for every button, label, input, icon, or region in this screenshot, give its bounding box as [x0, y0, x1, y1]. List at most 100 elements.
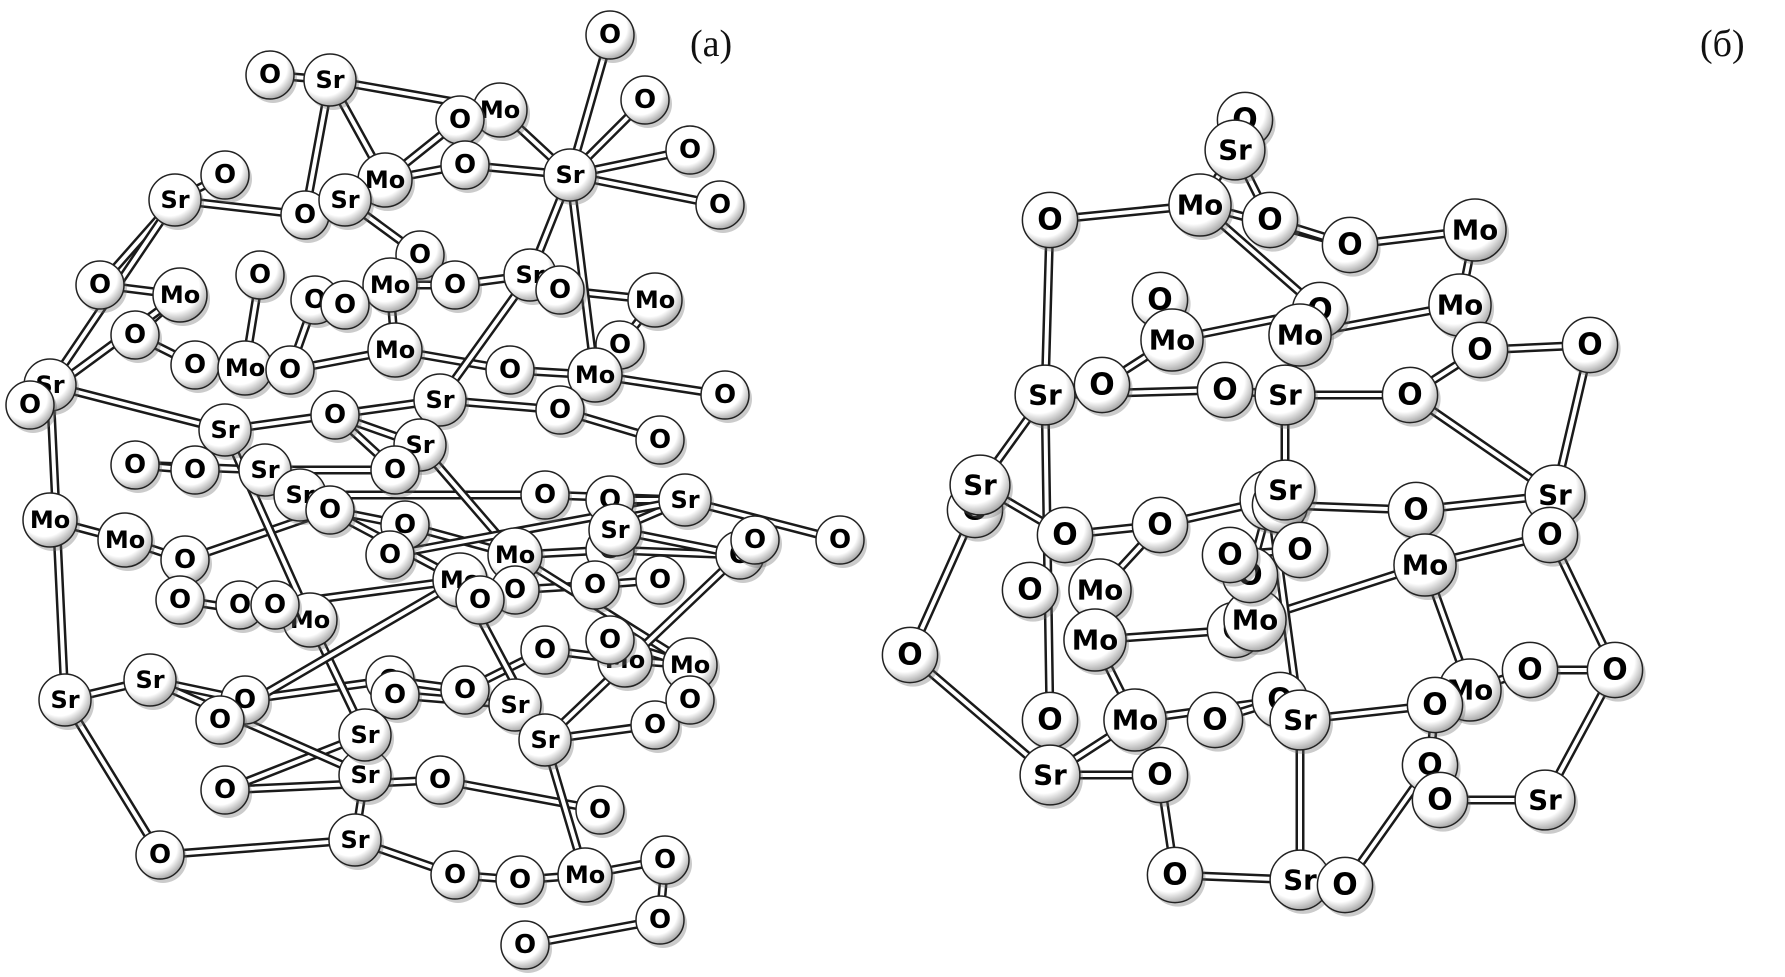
- panel-label-b: (б): [1700, 23, 1745, 65]
- molybdenum-label: Mo: [160, 281, 200, 309]
- atom-sphere: [148, 173, 202, 227]
- strontium-atom: Sr: [198, 403, 254, 460]
- strontium-atom: Sr: [658, 473, 714, 530]
- oxygen-atom: O: [1186, 691, 1246, 752]
- oxygen-atom: O: [1411, 771, 1471, 832]
- oxygen-label: O: [1427, 783, 1452, 818]
- oxygen-label: O: [1257, 203, 1282, 238]
- atom-sphere: [362, 257, 418, 313]
- strontium-label: Sr: [555, 161, 584, 189]
- atom-sphere: [1196, 361, 1254, 419]
- strontium-atom: Sr: [1204, 119, 1268, 184]
- oxygen-label: O: [1017, 573, 1042, 608]
- atom-sphere: [520, 470, 570, 520]
- molybdenum-label: Mo: [1437, 289, 1483, 322]
- oxygen-atom: O: [435, 95, 487, 148]
- oxygen-label: O: [19, 390, 41, 420]
- atom-sphere: [570, 560, 620, 610]
- molybdenum-label: Mo: [1452, 214, 1498, 247]
- oxygen-atom: O: [110, 310, 162, 363]
- oxygen-label: O: [829, 525, 851, 555]
- atom-sphere: [22, 492, 78, 548]
- oxygen-label: O: [214, 775, 236, 805]
- atom-sphere: [455, 575, 505, 625]
- atom-sphere: [500, 920, 550, 970]
- oxygen-label: O: [319, 495, 341, 525]
- atom-sphere: [695, 180, 745, 230]
- atom-sphere: [949, 454, 1011, 516]
- molybdenum-label: Mo: [575, 361, 615, 389]
- oxygen-label: O: [1537, 518, 1562, 553]
- oxygen-label: O: [384, 680, 406, 710]
- atom-sphere: [370, 670, 420, 720]
- oxygen-atom: O: [310, 390, 362, 443]
- strontium-atom: Sr: [1254, 459, 1318, 524]
- atom-sphere: [1381, 366, 1439, 424]
- oxygen-atom: O: [575, 785, 627, 838]
- atom-sphere: [658, 473, 712, 527]
- atom-sphere: [520, 625, 570, 675]
- oxygen-label: O: [599, 625, 621, 655]
- atom-sphere: [640, 835, 690, 885]
- oxygen-label: O: [444, 270, 466, 300]
- atom-sphere: [1019, 744, 1081, 806]
- oxygen-atom: O: [1021, 691, 1081, 752]
- oxygen-label: O: [184, 455, 206, 485]
- bond-highlight: [63, 698, 162, 857]
- atom-sphere: [1204, 119, 1266, 181]
- oxygen-label: O: [429, 765, 451, 795]
- oxygen-atom: O: [170, 445, 222, 498]
- oxygen-atom: O: [1521, 506, 1581, 567]
- atom-sphere: [557, 847, 613, 903]
- molybdenum-label: Mo: [495, 541, 535, 569]
- atom-sphere: [1269, 689, 1331, 751]
- atom-sphere: [5, 380, 55, 430]
- strontium-label: Sr: [963, 469, 997, 502]
- oxygen-atom: O: [365, 530, 417, 583]
- atom-sphere: [415, 755, 465, 805]
- oxygen-label: O: [1467, 333, 1492, 368]
- atom-sphere: [75, 260, 125, 310]
- atom-sphere: [1140, 308, 1204, 372]
- atom-sphere: [318, 173, 372, 227]
- oxygen-atom: O: [245, 50, 297, 103]
- oxygen-atom: O: [630, 700, 682, 753]
- strontium-atom: Sr: [949, 454, 1013, 519]
- oxygen-label: O: [534, 480, 556, 510]
- oxygen-label: O: [644, 710, 666, 740]
- molybdenum-atom: Mo: [627, 272, 685, 331]
- atom-sphere: [320, 280, 370, 330]
- oxygen-atom: O: [495, 855, 547, 908]
- oxygen-atom: O: [1131, 496, 1191, 557]
- oxygen-label: O: [1403, 493, 1428, 528]
- molybdenum-atom: Mo: [1063, 608, 1130, 676]
- atom-sphere: [567, 347, 623, 403]
- atom-sphere: [518, 713, 572, 767]
- strontium-atom: Sr: [413, 373, 469, 430]
- atom-sphere: [430, 260, 480, 310]
- oxygen-atom: O: [1271, 521, 1331, 582]
- oxygen-atom: O: [635, 415, 687, 468]
- strontium-atom: Sr: [1269, 849, 1333, 914]
- atom-sphere: [413, 373, 467, 427]
- oxygen-label: O: [1202, 703, 1227, 738]
- oxygen-atom: O: [1021, 191, 1081, 252]
- atom-sphere: [1036, 506, 1094, 564]
- bond-highlight: [908, 653, 1052, 777]
- oxygen-atom: O: [200, 150, 252, 203]
- oxygen-label: O: [324, 400, 346, 430]
- oxygen-label: O: [1052, 518, 1077, 553]
- atom-sphere: [1254, 364, 1316, 426]
- oxygen-atom: O: [815, 515, 867, 568]
- atom-sphere: [38, 673, 92, 727]
- atom-sphere: [152, 267, 208, 323]
- oxygen-atom: O: [881, 626, 941, 687]
- atom-sphere: [700, 370, 750, 420]
- molybdenum-atom: Mo: [357, 152, 415, 211]
- strontium-atom: Sr: [328, 813, 384, 870]
- atom-sphere: [1411, 771, 1469, 829]
- oxygen-atom: O: [700, 370, 752, 423]
- oxygen-label: O: [409, 240, 431, 270]
- atom-sphere: [588, 503, 642, 557]
- atom-sphere: [1001, 561, 1059, 619]
